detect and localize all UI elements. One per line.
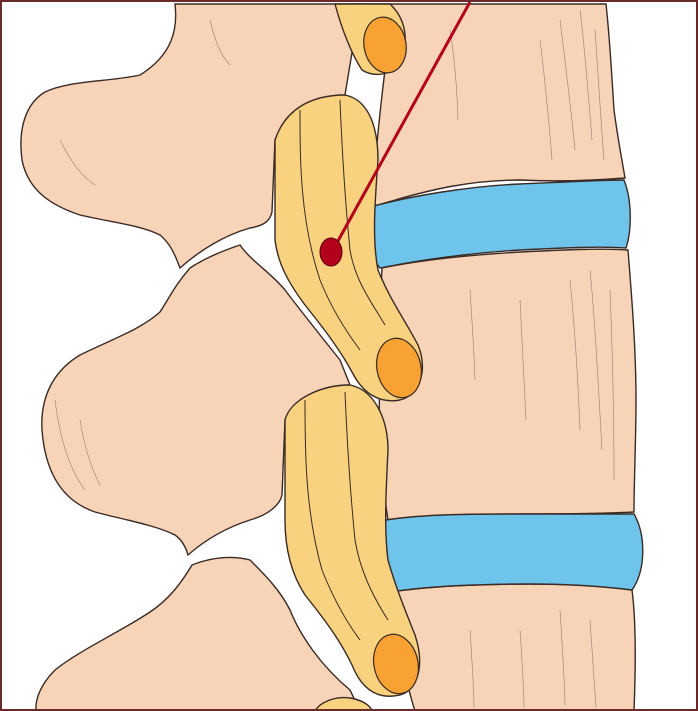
intervertebral-disc-lower [380,514,642,592]
vertebral-body-bottom [390,584,635,711]
pointer-dot [320,238,342,266]
